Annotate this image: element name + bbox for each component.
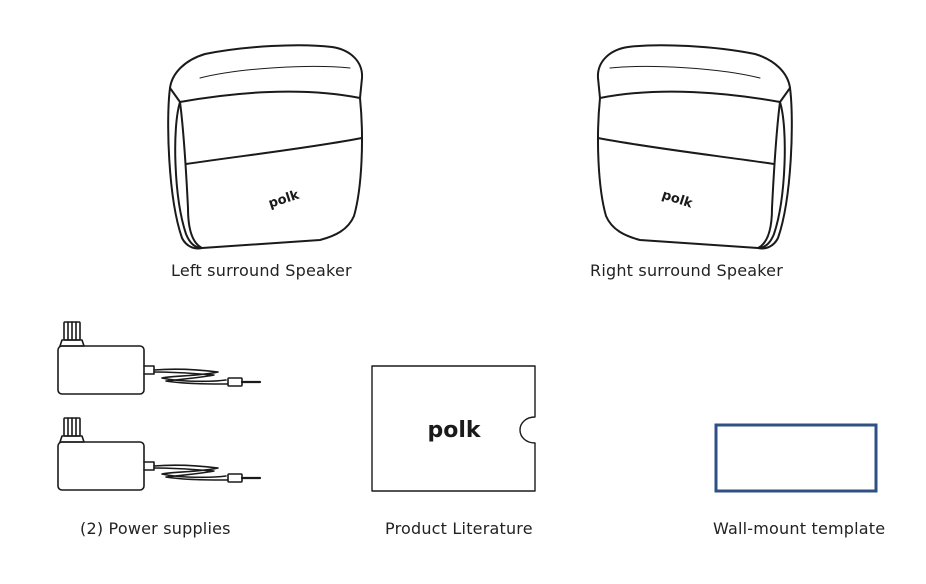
product-literature-illustration: polk [371, 365, 536, 492]
literature-logo: polk [427, 418, 481, 443]
power-supply-2 [57, 417, 262, 491]
wall-mount-template-caption: Wall-mount template [713, 519, 886, 538]
power-supplies-illustration [57, 321, 262, 491]
wall-mount-template-illustration [714, 423, 878, 493]
power-supplies-caption: (2) Power supplies [80, 519, 231, 538]
power-supply-1 [57, 321, 262, 395]
right-speaker-logo: polk [660, 188, 695, 212]
left-speaker-caption: Left surround Speaker [171, 261, 352, 280]
left-speaker-illustration: polk [167, 44, 364, 250]
right-speaker-illustration: polk [596, 44, 793, 250]
product-literature-caption: Product Literature [385, 519, 533, 538]
right-speaker-caption: Right surround Speaker [590, 261, 784, 280]
left-speaker-logo: polk [267, 188, 302, 212]
